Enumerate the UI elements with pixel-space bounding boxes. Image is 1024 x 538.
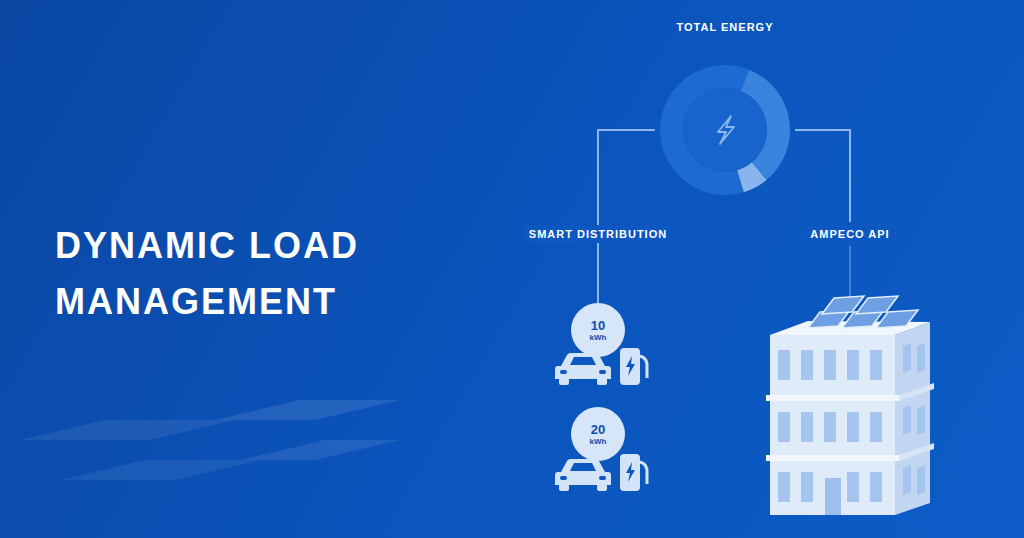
solar-building: [824, 350, 836, 380]
car-chargers: [570, 463, 596, 471]
car-chargers: [559, 378, 569, 385]
solar-building: [766, 395, 899, 401]
solar-building: [824, 412, 836, 442]
connector-line: [598, 130, 655, 303]
solar-building: [856, 296, 898, 314]
solar-building: [917, 343, 925, 373]
car-chargers: [640, 356, 647, 378]
car-chargers: [599, 370, 606, 374]
floor-tiles: [20, 420, 235, 440]
solar-building: [825, 478, 841, 515]
solar-building: [917, 465, 925, 495]
floor-tiles: [20, 400, 400, 480]
car-chargers: [599, 476, 606, 480]
solar-building: [895, 322, 930, 515]
floor-tiles: [60, 460, 260, 480]
car-chargers: [620, 454, 640, 491]
car-chargers: [640, 462, 647, 484]
floor-tiles: [215, 400, 400, 420]
solar-building: [870, 350, 882, 380]
solar-building: [917, 405, 925, 435]
donut-chart: [683, 88, 767, 172]
car-chargers: [620, 348, 640, 385]
solar-building: [801, 472, 813, 502]
solar-building: [899, 383, 934, 401]
energy-donut: TOTAL ENERGY: [655, 18, 795, 200]
energy-circle: 10kWh: [571, 303, 625, 357]
node-heading: TOTAL ENERGY: [655, 18, 795, 34]
solar-building: [847, 472, 859, 502]
solar-building: [778, 412, 790, 442]
solar-building: [778, 472, 790, 502]
solar-building: [766, 296, 934, 515]
car-chargers: [626, 462, 635, 482]
api-line: [849, 246, 851, 300]
energy-value: 20: [591, 423, 605, 437]
car-chargers: [555, 353, 611, 379]
page-title: DYNAMIC LOAD MANAGEMENT: [55, 218, 415, 330]
donut-chart: [718, 116, 734, 144]
solar-building: [870, 472, 882, 502]
solar-building: [899, 443, 934, 461]
solar-building: [847, 412, 859, 442]
car-chargers: [597, 484, 607, 491]
solar-building: [766, 455, 899, 461]
donut-chart: [660, 65, 790, 195]
energy-unit: kWh: [590, 437, 607, 446]
solar-building: [801, 350, 813, 380]
solar-building: [778, 350, 790, 380]
connector-label: SMART DISTRIBUTION: [523, 225, 673, 243]
car-chargers: [560, 476, 567, 480]
solar-building: [801, 412, 813, 442]
car-chargers: [555, 348, 647, 491]
api-line: [795, 130, 850, 300]
energy-value: 10: [591, 319, 605, 333]
car-chargers: [555, 459, 611, 485]
donut-chart: [655, 60, 795, 200]
section-label: AMPECO API: [804, 225, 895, 243]
energy-unit: kWh: [590, 333, 607, 342]
car-chargers: [570, 357, 596, 365]
car-chargers: [559, 484, 569, 491]
energy-circle: 20kWh: [571, 407, 625, 461]
car-chargers: [560, 370, 567, 374]
solar-building: [903, 405, 911, 435]
solar-building: [903, 465, 911, 495]
solar-building: [770, 335, 895, 515]
solar-building: [847, 350, 859, 380]
solar-building: [870, 412, 882, 442]
car-chargers: [626, 356, 635, 376]
floor-tiles: [240, 440, 400, 460]
solar-building: [903, 343, 911, 373]
car-chargers: [597, 378, 607, 385]
api-line: [795, 130, 850, 222]
